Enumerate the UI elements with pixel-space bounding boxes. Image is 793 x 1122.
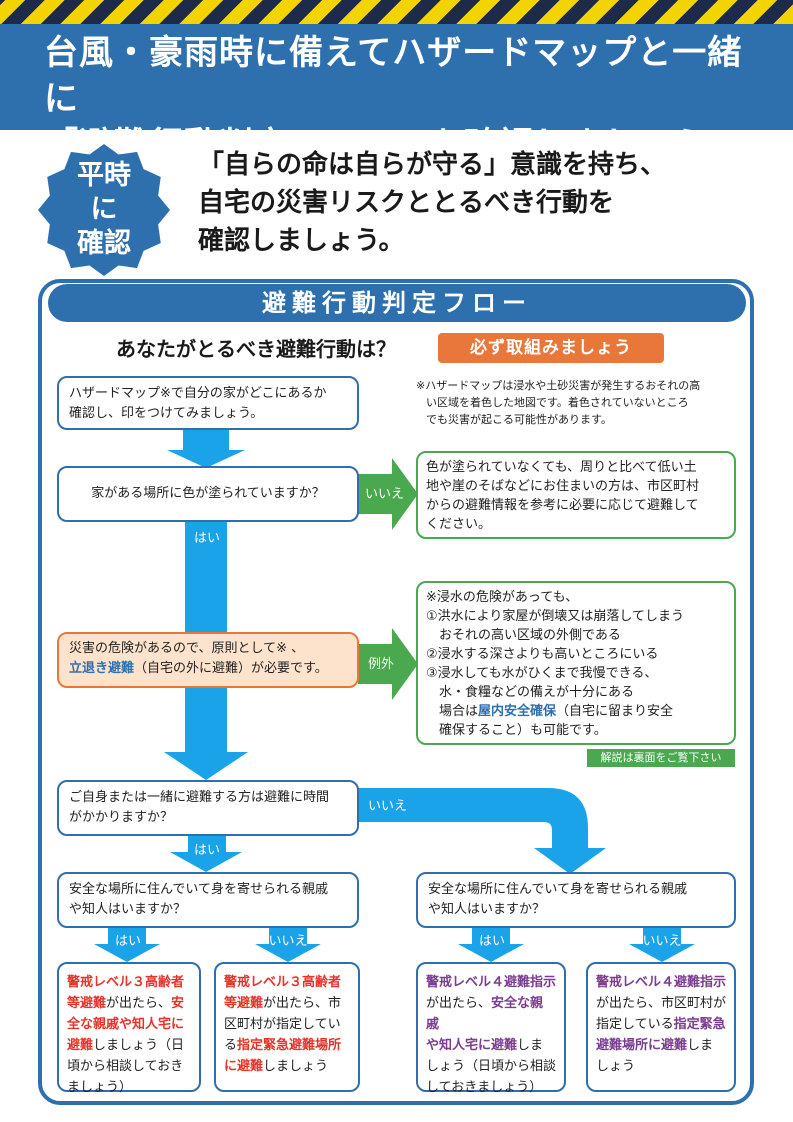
- flow-title: 避難行動判定フロー: [48, 284, 746, 322]
- arrow-down-5b: [255, 928, 321, 962]
- step1-box: ハザードマップ※で自分の家がどこにあるか 確認し、印をつけてみましょう。: [57, 376, 359, 430]
- yes-label-3: はい: [114, 934, 141, 949]
- intro-line1: 「自らの命は自らが守る」意識を持ち、: [198, 150, 667, 180]
- arrow-down-4: [170, 836, 242, 872]
- page-title: 台風・豪雨時に備えてハザードマップと一緒に 「避難行動判定フロー」を確認しましょ…: [44, 30, 764, 168]
- yes-label-4: はい: [478, 934, 505, 949]
- evacuate-out-emphasis: 立退き避難: [69, 661, 135, 676]
- badge-line2: 確認: [77, 228, 131, 259]
- final-box-3: 警戒レベル４避難指示 が出たら、安全な親戚 や知人宅に避難しま しょう（日頃から…: [416, 962, 566, 1095]
- final-box-4: 警戒レベル４避難指示 が出たら、市区町村が 指定している指定緊急 避難場所に避難…: [586, 962, 736, 1092]
- must-badge: 必ず取組みましょう: [438, 333, 664, 363]
- step3-box: 災害の危険があるので、原則として※ 、 立退き避難（自宅の外に避難）が必要です。: [57, 632, 359, 688]
- flow-question: あなたがとるべき避難行動は？: [116, 337, 396, 361]
- green-box-2: ※浸水の危険があっても、 ①洪水により家屋が倒壊又は崩落してしまう おそれの高い…: [416, 581, 736, 745]
- hazard-map-note: ※ハザードマップは浸水や土砂災害が発生するおそれの高 い区域を着色した地図です。…: [416, 379, 701, 426]
- green-box-1: 色が塗られていなくても、周りと比べて低い土 地や崖のそばなどにお住まいの方は、市…: [416, 451, 736, 539]
- arrow-right-green-2: [358, 628, 418, 700]
- page-title-line1: 台風・豪雨時に備えてハザードマップと一緒に: [44, 33, 743, 119]
- intro-text: 「自らの命は自らが守る」意識を持ち、 自宅の災害リスクととるべき行動を 確認しま…: [198, 146, 758, 260]
- arrow-right-green-1: [358, 458, 418, 530]
- step4-box: ご自身または一緒に避難する方は避難に時間 がかかりますか？: [57, 780, 359, 836]
- intro-line3: 確認しましょう。: [198, 226, 405, 256]
- arrow-elbow-no: [358, 788, 606, 874]
- step5-left-box: 安全な場所に住んでいて身を寄せられる親戚 や知人はいますか？: [57, 872, 359, 928]
- arrow-down-2: [185, 522, 227, 632]
- page-title-line2: 「避難行動判定フロー」を確認しましょう: [44, 125, 709, 165]
- step5-right-box: 安全な場所に住んでいて身を寄せられる親戚 や知人はいますか？: [416, 872, 736, 928]
- no-label-3: いいえ: [268, 934, 308, 949]
- arrow-down-3: [164, 688, 248, 780]
- final-box-2: 警戒レベル３高齢者 等避難が出たら、市 区町村が指定してい る指定緊急避難場所 …: [214, 962, 360, 1092]
- check-badge: 平時に 確認: [38, 144, 170, 276]
- arrow-down-1: [167, 428, 245, 468]
- badge-line1: 平時に: [77, 160, 131, 225]
- intro-line2: 自宅の災害リスクととるべき行動を: [198, 188, 615, 218]
- shelter-in-place-emphasis: 屋内安全確保: [478, 704, 557, 719]
- no-label-4: いいえ: [642, 934, 682, 949]
- exception-label: 例外: [368, 657, 395, 672]
- hazard-stripe: [0, 0, 793, 24]
- arrow-down-5a: [94, 928, 160, 962]
- yes-label-2: はい: [193, 843, 220, 858]
- arrow-down-6a: [458, 928, 524, 962]
- final-box-1: 警戒レベル３高齢者 等避難が出たら、安 全な親戚や知人宅に 避難しましょう（日 …: [57, 962, 201, 1095]
- header-band: [0, 24, 793, 130]
- no-label-2: いいえ: [368, 799, 408, 814]
- step2-box: 家がある場所に色が塗られていますか？: [57, 466, 359, 522]
- arrow-down-6b: [629, 928, 695, 962]
- yes-label-1: はい: [193, 531, 220, 546]
- see-back-note: 解説は裏面をご覧下さい: [587, 749, 735, 767]
- no-label-1: いいえ: [365, 487, 405, 502]
